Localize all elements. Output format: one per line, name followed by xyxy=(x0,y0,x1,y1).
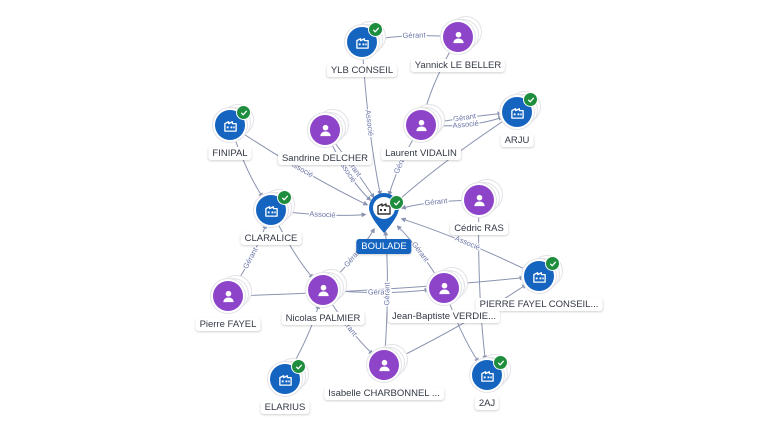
verified-check-icon xyxy=(493,355,508,370)
node-label: Nicolas PALMIER xyxy=(281,312,365,325)
edge-label: Associé xyxy=(364,109,376,136)
edge-label: Gérant xyxy=(402,30,426,40)
node-label: Isabelle CHARBONNEL ... xyxy=(324,387,444,400)
node-label: Jean-Baptiste VERDIE... xyxy=(387,310,501,323)
edge-label: Gérant xyxy=(368,287,392,296)
person-icon xyxy=(443,22,473,52)
edge-finipal-boulade xyxy=(229,124,369,206)
edge-cedric-2aj xyxy=(478,199,488,361)
node-label: Laurent VIDALIN xyxy=(381,147,461,160)
person-icon xyxy=(308,275,338,305)
verified-check-icon xyxy=(545,256,560,271)
verified-check-icon xyxy=(277,190,292,205)
node-label: ARJU xyxy=(500,134,534,147)
node-label: Pierre FAYEL xyxy=(195,318,261,331)
edge-label: Associé xyxy=(452,119,479,130)
edge-ylb-boulade xyxy=(361,41,383,196)
node-label: 2AJ xyxy=(474,397,500,410)
node-label: FINIPAL xyxy=(208,147,252,160)
verified-check-icon xyxy=(236,105,251,120)
edge-label: Gérant xyxy=(424,196,449,207)
node-label: CLARALICE xyxy=(240,232,302,245)
node-label: BOULADE xyxy=(356,239,412,254)
edge-label: Gérant xyxy=(382,282,391,306)
person-icon xyxy=(369,350,399,380)
edge-pierrefayel-pierrefayelconseil xyxy=(227,275,525,297)
node-label: YLB CONSEIL xyxy=(326,64,398,77)
verified-check-icon xyxy=(291,359,306,374)
person-icon xyxy=(310,115,340,145)
person-icon xyxy=(213,281,243,311)
node-label: ELARIUS xyxy=(260,401,310,414)
person-icon xyxy=(464,185,494,215)
edge-label: Associé xyxy=(309,209,336,219)
person-icon xyxy=(406,110,436,140)
verified-check-icon xyxy=(368,22,383,37)
node-label: Yannick LE BELLER xyxy=(410,59,506,72)
edge-pierrefayelconseil-boulade xyxy=(400,217,540,277)
verified-check-icon xyxy=(523,92,538,107)
node-label: Cédric RAS xyxy=(450,222,508,235)
node-label: Sandrine DELCHER xyxy=(277,152,373,165)
node-label: PIERRE FAYEL CONSEIL... xyxy=(475,298,603,311)
person-icon xyxy=(429,273,459,303)
verified-check-icon xyxy=(389,195,404,210)
